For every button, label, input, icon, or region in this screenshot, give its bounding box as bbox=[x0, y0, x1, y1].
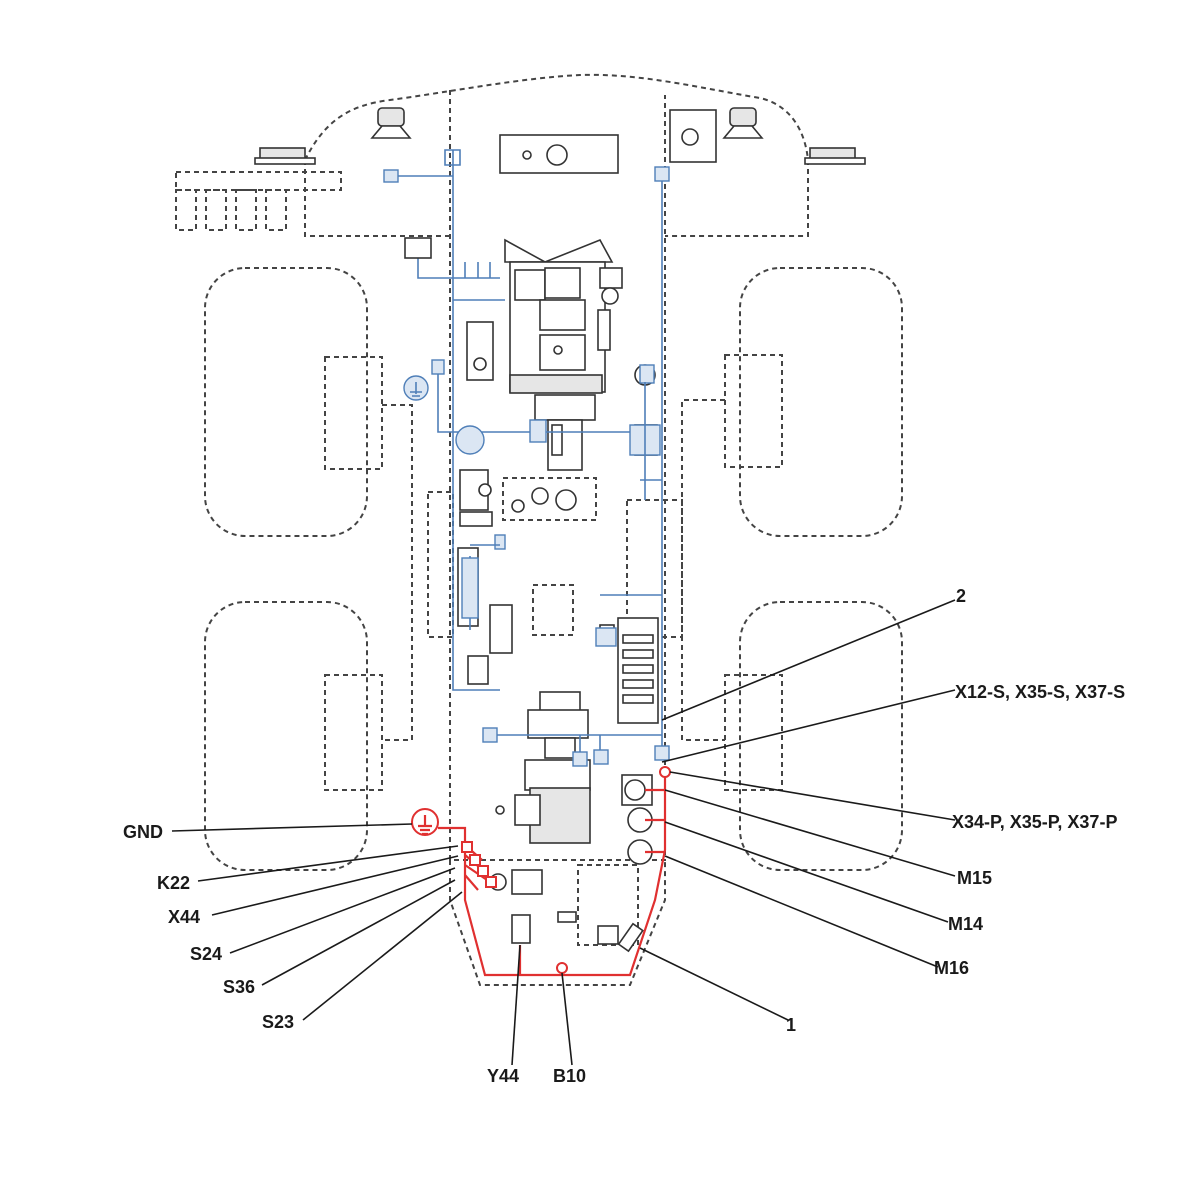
label-s36: S36 bbox=[223, 977, 255, 997]
label-x34p-x35p-x37p: X34-P, X35-P, X37-P bbox=[952, 812, 1117, 832]
leader-lines bbox=[171, 599, 956, 1066]
label-gnd: GND bbox=[123, 822, 163, 842]
label-y44: Y44 bbox=[487, 1066, 519, 1086]
label-m15: M15 bbox=[957, 868, 992, 888]
red-harness bbox=[411, 766, 671, 977]
label-1: 1 bbox=[786, 1015, 796, 1035]
label-x44: X44 bbox=[168, 907, 200, 927]
label-x12s-x35s-x37s: X12-S, X35-S, X37-S bbox=[955, 682, 1125, 702]
vehicle-outline bbox=[175, 73, 903, 986]
blue-harness bbox=[383, 149, 670, 767]
callout-labels: GND K22 X44 S24 S36 S23 Y44 B10 1 2 X12-… bbox=[123, 586, 1125, 1086]
vehicle-components bbox=[254, 107, 866, 953]
label-k22: K22 bbox=[157, 873, 190, 893]
label-m16: M16 bbox=[934, 958, 969, 978]
label-m14: M14 bbox=[948, 914, 983, 934]
label-b10: B10 bbox=[553, 1066, 586, 1086]
label-2: 2 bbox=[956, 586, 966, 606]
label-s24: S24 bbox=[190, 944, 222, 964]
label-s23: S23 bbox=[262, 1012, 294, 1032]
